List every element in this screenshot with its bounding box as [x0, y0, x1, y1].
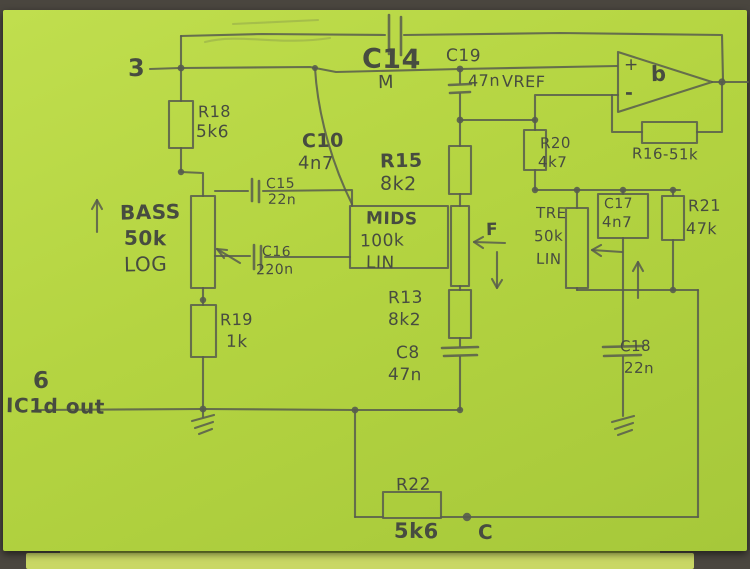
label-r13-value: 8k2	[387, 309, 422, 331]
label-r13: R13	[387, 287, 424, 309]
label-c15-value: 22n	[267, 191, 297, 209]
label-c16-value: 220n	[255, 261, 294, 279]
label-node-f: F	[485, 219, 499, 241]
label-pin6: 6	[32, 367, 50, 395]
erased-scribble	[203, 18, 332, 44]
resistor-r13	[447, 288, 473, 348]
label-tre: TRE	[535, 203, 567, 223]
label-ic-out: IC1d out	[5, 393, 106, 419]
arrow-down-mids	[490, 250, 504, 290]
label-r22: R22	[395, 474, 432, 496]
label-r18: R18	[197, 101, 232, 122]
label-c16: C16	[261, 243, 292, 261]
label-bass: BASS	[119, 199, 181, 225]
label-r21: R21	[687, 195, 722, 216]
label-c8: C8	[395, 342, 420, 364]
label-opamp-name: b	[650, 61, 667, 87]
label-r16: R16-51k	[631, 144, 699, 164]
label-c14-note: M	[377, 71, 395, 94]
label-tre-taper: LIN	[535, 249, 562, 269]
potentiometer-bass	[189, 194, 242, 307]
ground-symbol-right	[610, 355, 636, 437]
label-r15-value: 8k2	[379, 172, 417, 196]
label-c17: C17	[603, 195, 634, 213]
label-r22-value: 5k6	[393, 518, 439, 544]
resistor-r15	[447, 118, 473, 208]
resistor-r19	[189, 303, 218, 412]
label-r21-value: 47k	[685, 218, 718, 239]
capacitor-c8	[440, 345, 480, 412]
label-c19-value: 47n	[467, 70, 501, 91]
resistor-r22	[381, 490, 443, 520]
ground-symbol-left	[190, 408, 216, 436]
resistor-r16	[610, 93, 699, 145]
capacitor-c14	[387, 13, 403, 57]
label-c10-value: 4n7	[297, 152, 335, 175]
label-c18: C18	[619, 336, 652, 356]
wire-top-rail	[179, 31, 725, 82]
label-bass-taper: LOG	[123, 251, 168, 277]
label-r19-value: 1k	[225, 331, 248, 353]
under-sheet-edge	[60, 548, 660, 554]
wire-input-rail	[148, 64, 619, 74]
label-r19: R19	[219, 309, 254, 330]
opamp	[616, 50, 750, 134]
wire-bottom-rail	[33, 288, 700, 519]
capacitor-c15	[213, 177, 354, 208]
label-vref: VREF	[501, 71, 546, 92]
capacitor-c16	[213, 243, 352, 271]
label-c10: C10	[301, 129, 345, 153]
label-mids-taper: LIN	[365, 252, 395, 274]
label-r20-value: 4k7	[537, 152, 568, 172]
label-bass-value: 50k	[123, 225, 167, 251]
arrow-up-tre	[631, 260, 645, 300]
label-c15: C15	[265, 175, 296, 193]
label-r20: R20	[539, 133, 572, 153]
label-c17-value: 4n7	[601, 212, 633, 232]
label-pin3: 3	[127, 53, 146, 83]
label-c8-value: 47n	[387, 364, 423, 386]
label-r18-value: 5k6	[195, 121, 230, 143]
label-mids: MIDS	[365, 208, 418, 230]
wire-c10	[313, 66, 354, 206]
label-node-c: C	[477, 519, 494, 545]
arrow-up-bass	[90, 198, 104, 234]
label-opamp-minus: -	[624, 81, 634, 105]
label-mids-value: 100k	[359, 230, 405, 252]
potentiometer-tre	[564, 188, 624, 292]
label-r15: R15	[379, 149, 423, 173]
resistor-r21	[660, 188, 686, 292]
under-sheet	[26, 553, 694, 569]
capacitor-c18	[601, 344, 645, 358]
label-c18-value: 22n	[623, 358, 655, 378]
label-c14: C14	[361, 43, 422, 76]
label-tre-value: 50k	[533, 226, 564, 246]
junction-dots	[177, 64, 726, 522]
label-c19: C19	[445, 45, 482, 67]
label-opamp-plus: +	[623, 54, 639, 76]
